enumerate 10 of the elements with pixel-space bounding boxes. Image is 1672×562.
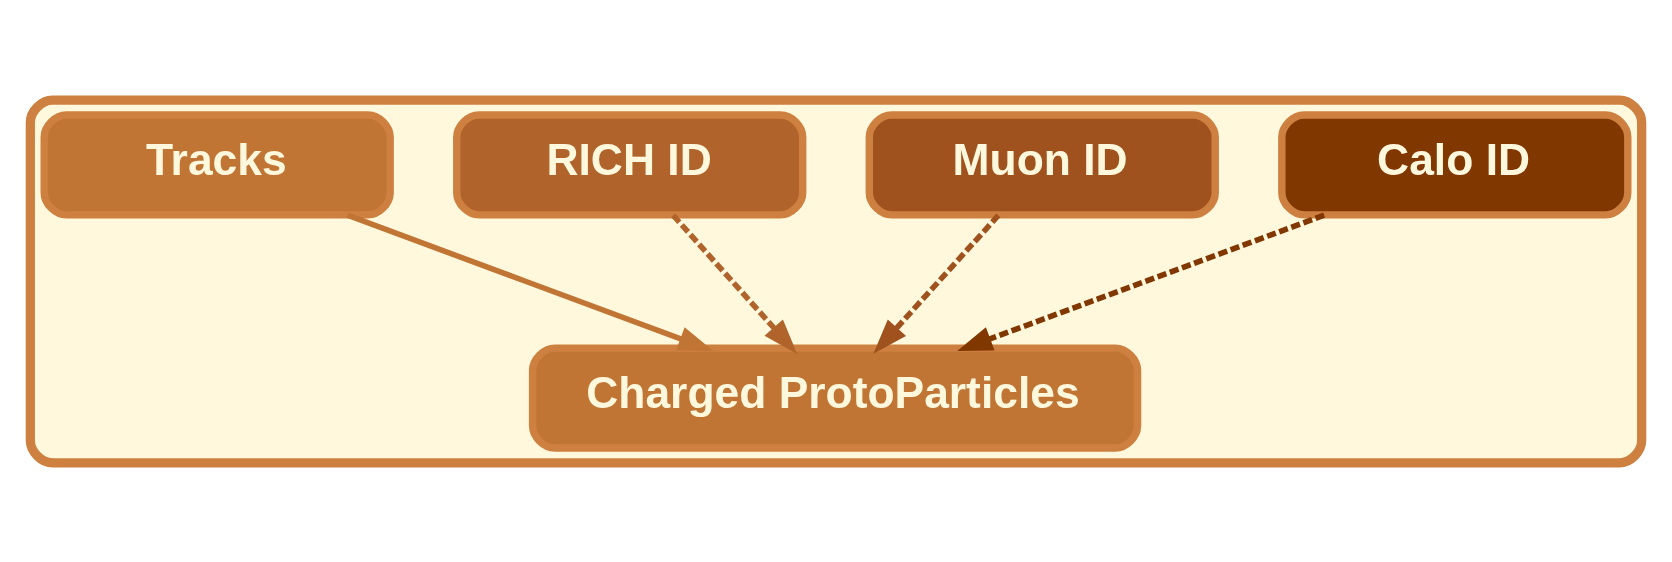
cluster — [25, 95, 1647, 467]
node-box: Calo ID — [1278, 110, 1632, 219]
arrow — [671, 213, 798, 354]
node-box: RICH ID — [453, 110, 807, 219]
arrow — [957, 212, 1326, 351]
arrow — [873, 213, 1001, 354]
node-box: Charged ProtoParticles — [528, 343, 1142, 452]
node-box: Tracks — [40, 110, 394, 219]
node-box: Muon ID — [865, 110, 1219, 219]
arrow — [346, 212, 714, 351]
